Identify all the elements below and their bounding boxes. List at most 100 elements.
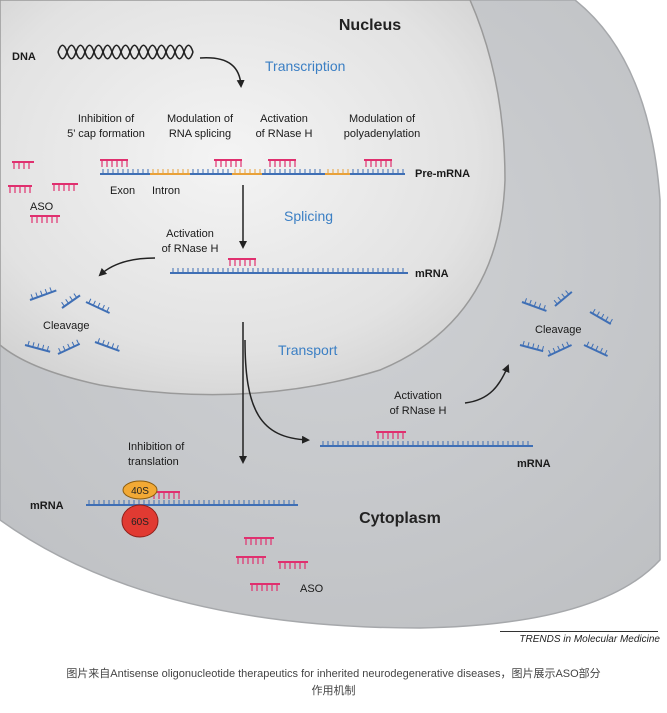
- cleavage-fragment-tick: [41, 344, 45, 350]
- aso-label-bottom: ASO: [300, 583, 324, 595]
- cleavage-fragment-tick: [609, 318, 613, 324]
- cleavage-fragment-tick: [595, 345, 599, 351]
- cleavage-fragment-tick: [605, 316, 609, 322]
- cleavage-fragment-tick: [97, 338, 100, 344]
- ribosome-60s-label: 60S: [131, 517, 149, 528]
- cleavage-fragment-tick: [101, 304, 105, 310]
- intron-label: Intron: [152, 185, 180, 197]
- cleavage-fragment-tick: [30, 294, 34, 300]
- polya-mechanism-line2: polyadenylation: [344, 128, 420, 140]
- cleavage-fragment-tick: [35, 292, 38, 298]
- ribosome-40s-label: 40S: [131, 486, 149, 497]
- dna-helix: [57, 44, 194, 60]
- cleavage-fragment: [547, 341, 572, 357]
- cleavage-fragment: [553, 290, 573, 307]
- cleavage-fragment: [61, 293, 81, 309]
- cleavage-fragment-tick: [552, 347, 556, 353]
- cleavage-fragment: [583, 341, 608, 357]
- cleavage-fragment-tick: [536, 344, 540, 350]
- cleavage-fragment-tick: [592, 308, 596, 314]
- cleavage-fragment-tick: [49, 287, 53, 293]
- cytoplasm-label: Cytoplasm: [359, 510, 441, 527]
- cleavage-fragment-tick: [67, 343, 71, 349]
- cyto-cleavage-arrow: [464, 364, 510, 404]
- cleavage-fragment-tick: [46, 345, 49, 352]
- cleavage-fragment-tick: [566, 341, 570, 347]
- cleavage-fragment-tick: [40, 290, 43, 296]
- cleavage-fragment-tick: [557, 345, 561, 351]
- mechanism-labels: Inhibition of 5’ cap formation Modulatio…: [67, 113, 420, 140]
- cleavage-fragment-tick: [524, 298, 527, 304]
- cleavage-fragment-tick: [557, 296, 562, 302]
- journal-credit: TRENDS in Molecular Medicine: [519, 634, 660, 645]
- cleavage-fragment-tick: [590, 343, 594, 349]
- cleavage-fragment: [519, 340, 544, 353]
- cleavage-fragment-backbone: [57, 342, 81, 355]
- caption-line1: 图片来自Antisense oligonucleotide therapeuti…: [66, 668, 601, 680]
- translation-line1: Inhibition of: [128, 441, 185, 453]
- transcription-arrow: [199, 57, 245, 88]
- cleavage-fragment-tick: [71, 341, 75, 347]
- nucleus-label: Nucleus: [339, 17, 401, 34]
- cleavage-fragment-tick: [116, 344, 119, 351]
- splice-mechanism-line1: Modulation of: [167, 113, 234, 125]
- transcription-label: Transcription: [265, 58, 345, 74]
- cleavage-fragment-tick: [44, 288, 48, 295]
- transport-arrow-right: [244, 339, 310, 444]
- splicing-label: Splicing: [284, 208, 333, 224]
- cleavage-fragment-tick: [600, 313, 605, 319]
- cleavage-fragment-tick: [97, 302, 101, 308]
- cleavage-fragment-tick: [522, 340, 525, 346]
- polya-mechanism-line1: Modulation of: [349, 113, 416, 125]
- cleavage-fragment-tick: [37, 343, 40, 349]
- cleavage-fragment-tick: [73, 293, 78, 298]
- cleavage-fragment-tick: [532, 343, 535, 349]
- cyto-rnaseh-line1: Activation: [394, 390, 442, 402]
- cleavage-fragment-backbone: [24, 344, 51, 353]
- cleavage-fragment-tick: [92, 300, 96, 306]
- caption-line2: 作用机制: [311, 685, 356, 697]
- cleavage-left-label: Cleavage: [43, 320, 89, 332]
- cleavage-fragment-tick: [32, 342, 35, 348]
- cap-mechanism-line1: Inhibition of: [78, 113, 135, 125]
- ribosome-40s: [122, 480, 158, 500]
- cleavage-fragment-tick: [88, 298, 92, 304]
- cleavage-fragment-tick: [561, 343, 565, 349]
- cleavage-fragment-tick: [69, 296, 74, 301]
- transport-label: Transport: [278, 342, 338, 358]
- cleavage-fragment-tick: [561, 293, 566, 298]
- cyto-rnaseh-line2: of RNase H: [390, 405, 447, 417]
- nuclear-mrna-label: mRNA: [415, 268, 449, 280]
- cleavage-fragment-backbone: [583, 344, 608, 357]
- cap-mechanism-line2: 5’ cap formation: [67, 128, 145, 140]
- cleavage-fragment-tick: [553, 299, 558, 305]
- nuclear-cleavage-arrow: [98, 257, 156, 277]
- translation-line2: translation: [128, 456, 179, 468]
- cleavage-fragment-tick: [58, 347, 62, 353]
- cleavage-fragment-tick: [106, 341, 110, 347]
- strand-marks: [8, 159, 613, 591]
- cleavage-fragment-tick: [27, 340, 30, 346]
- rnaseh-mechanism-line1: Activation: [260, 113, 308, 125]
- cleavage-fragment-tick: [543, 304, 546, 311]
- cleavage-fragment-backbone: [61, 294, 81, 309]
- cleavage-fragment-tick: [111, 343, 115, 349]
- cyto-mrna-label: mRNA: [517, 458, 551, 470]
- cleavage-fragment-backbone: [85, 301, 110, 314]
- cleavage-fragment-tick: [61, 301, 65, 307]
- translation-mrna-label: mRNA: [30, 500, 64, 512]
- cleavage-fragment: [589, 308, 613, 325]
- pre-mrna-label: Pre-mRNA: [415, 168, 470, 180]
- cleavage-fragment-tick: [529, 299, 532, 305]
- cleavage-fragment-tick: [604, 349, 608, 355]
- cleavage-fragment-tick: [527, 342, 530, 348]
- nuclear-rnaseh-line2: of RNase H: [162, 243, 219, 255]
- credit-rule: [500, 631, 658, 632]
- cleavage-fragment: [94, 338, 120, 352]
- cleavage-fragment-tick: [548, 349, 552, 355]
- cleavage-fragment-tick: [596, 311, 600, 317]
- nucleus-region: [0, 0, 506, 396]
- cleavage-fragment-backbone: [29, 289, 57, 301]
- cleavage-fragment-tick: [538, 303, 542, 309]
